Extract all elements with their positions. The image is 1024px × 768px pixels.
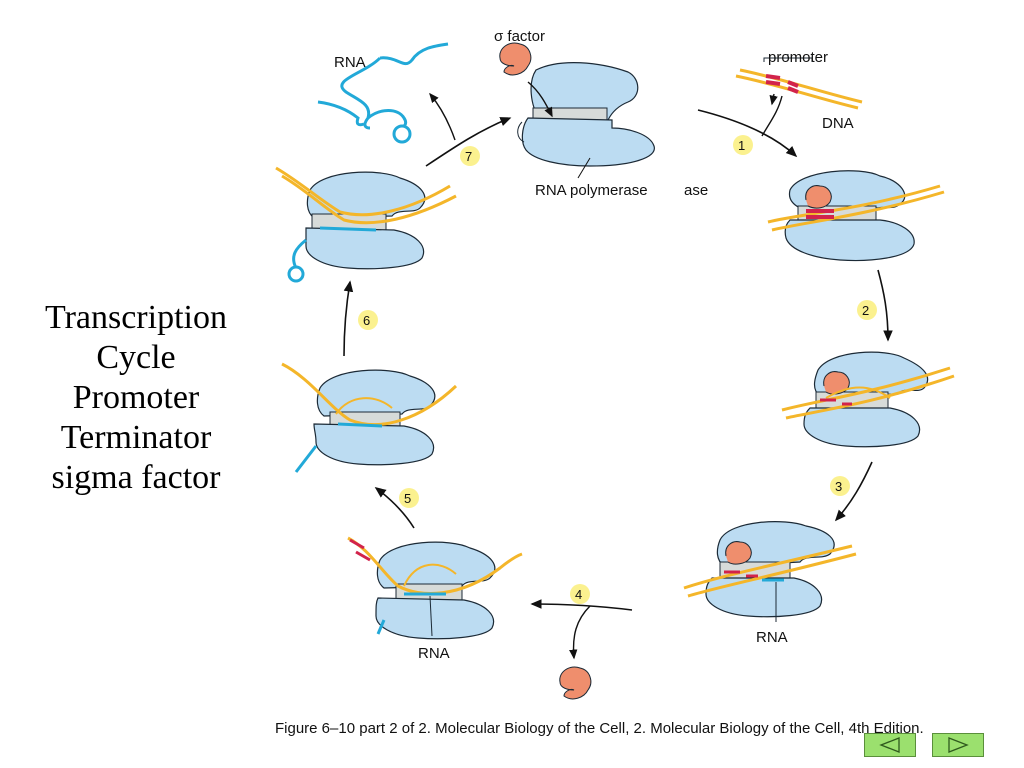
complex-step-3 — [683, 521, 857, 622]
svg-text:6: 6 — [363, 313, 370, 328]
sigma-release-arrow — [569, 605, 591, 660]
side-text-block: Transcription Cycle Promoter Terminator … — [30, 298, 242, 498]
side-text-line-1: Transcription — [45, 299, 227, 336]
image-crop-gap — [679, 100, 687, 168]
triangle-left-icon — [879, 737, 900, 753]
step-badge-2: 2 — [857, 300, 877, 320]
rna-polymerase-leader — [577, 157, 591, 179]
dna-feed-arrow — [761, 95, 783, 137]
rna-step4-label: RNA — [418, 645, 450, 662]
rna-top-label: RNA — [334, 54, 366, 71]
complex-step-5 — [281, 362, 458, 473]
sigma-factor-top — [499, 42, 532, 76]
step-badge-3: 3 — [830, 476, 850, 496]
complex-step-2 — [781, 351, 955, 448]
side-text-line-4: Terminator — [60, 419, 212, 456]
cycle-arrow-7 — [425, 117, 512, 167]
previous-slide-button[interactable] — [864, 733, 916, 757]
side-text-line-5: sigma factor — [51, 459, 221, 496]
polymerase-top — [517, 62, 655, 167]
promoter-dna — [735, 54, 863, 110]
dna-feed-arrowhead — [769, 93, 778, 106]
promoter-label: promoter — [768, 49, 828, 66]
cycle-arrow-5 — [374, 487, 415, 529]
step-badge-6: 6 — [358, 310, 378, 330]
side-text-line-3: Promoter — [72, 379, 200, 416]
ase-fragment-label: ase — [684, 182, 708, 199]
sigma-factor-label: σ factor — [494, 28, 545, 45]
triangle-right-icon — [948, 737, 969, 753]
svg-text:7: 7 — [465, 149, 472, 164]
cycle-arrow-4 — [530, 599, 633, 611]
figure-caption: Figure 6–10 part 2 of 2. Molecular Biolo… — [275, 720, 924, 737]
side-text-line-2: Cycle — [96, 339, 176, 376]
rna-release-arrow — [429, 92, 456, 141]
svg-text:1: 1 — [738, 138, 745, 153]
next-slide-button[interactable] — [932, 733, 984, 757]
sigma-join-arrow — [527, 81, 553, 118]
rna-step3-label: RNA — [756, 629, 788, 646]
step-badge-7: 7 — [460, 146, 480, 166]
released-rna — [317, 42, 449, 144]
step-badge-4: 4 — [570, 584, 590, 604]
rna-polymerase-label: RNA polymerase — [535, 182, 648, 199]
cycle-arrow-2 — [877, 269, 893, 342]
svg-text:4: 4 — [575, 587, 582, 602]
complex-step-1 — [767, 170, 945, 262]
dna-label: DNA — [822, 115, 854, 132]
step-badge-1: 1 — [733, 135, 753, 155]
cycle-arrow-3 — [834, 461, 873, 522]
complex-step-4 — [347, 536, 523, 640]
cycle-arrow-1 — [697, 109, 798, 158]
complex-step-6 — [275, 166, 457, 283]
cycle-arrow-6 — [343, 280, 354, 357]
svg-text:5: 5 — [404, 491, 411, 506]
sigma-factor-released — [559, 666, 592, 700]
svg-text:2: 2 — [862, 303, 869, 318]
step-badge-5: 5 — [399, 488, 419, 508]
svg-text:3: 3 — [835, 479, 842, 494]
